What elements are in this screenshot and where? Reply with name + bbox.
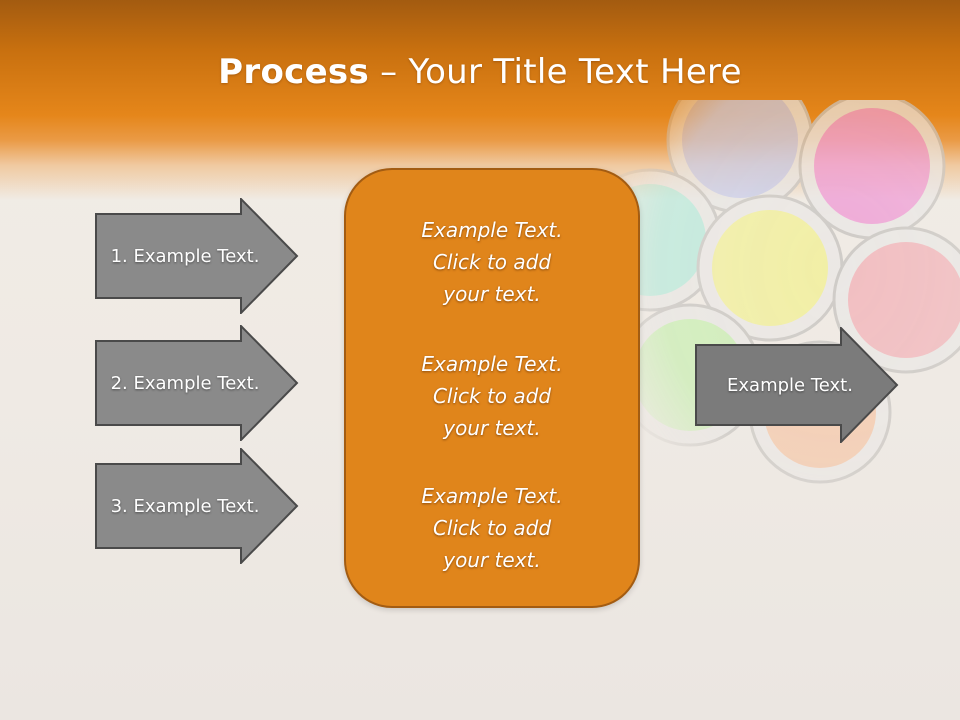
process-arrow-2[interactable]: 2. Example Text. (95, 325, 299, 441)
box-text-line: Click to add (432, 250, 552, 274)
box-text-block-3[interactable]: Example Text. Click to add your text. (346, 480, 638, 576)
arrow-label: 2. Example Text. (110, 372, 260, 394)
box-text-line: your text. (443, 282, 541, 306)
slide-title: Process – Your Title Text Here (0, 52, 960, 92)
box-text-block-2[interactable]: Example Text. Click to add your text. (346, 348, 638, 444)
arrow-label: Example Text. (727, 374, 853, 396)
center-text-box[interactable]: Example Text. Click to add your text. Ex… (344, 168, 640, 608)
title-rest: – Your Title Text Here (369, 52, 742, 92)
title-bold: Process (218, 52, 370, 92)
arrow-right-icon (95, 448, 299, 564)
box-text-line: Example Text. (421, 352, 563, 376)
process-arrow-3[interactable]: 3. Example Text. (95, 448, 299, 564)
box-text-line: your text. (443, 548, 541, 572)
paint-can (832, 226, 960, 374)
process-arrow-1[interactable]: 1. Example Text. (95, 198, 299, 314)
box-text-line: Click to add (432, 516, 552, 540)
box-text-line: your text. (443, 416, 541, 440)
paint-cans-image (600, 100, 960, 484)
arrow-label: 1. Example Text. (110, 245, 260, 267)
box-text-block-1[interactable]: Example Text. Click to add your text. (346, 214, 638, 310)
box-text-line: Example Text. (421, 218, 563, 242)
arrow-right-icon (695, 327, 899, 443)
box-text-line: Example Text. (421, 484, 563, 508)
box-text-line: Click to add (432, 384, 552, 408)
arrow-label: 3. Example Text. (110, 495, 260, 517)
arrow-right-icon (95, 198, 299, 314)
paint-can (798, 100, 946, 240)
arrow-right-icon (95, 325, 299, 441)
output-arrow[interactable]: Example Text. (695, 327, 899, 443)
